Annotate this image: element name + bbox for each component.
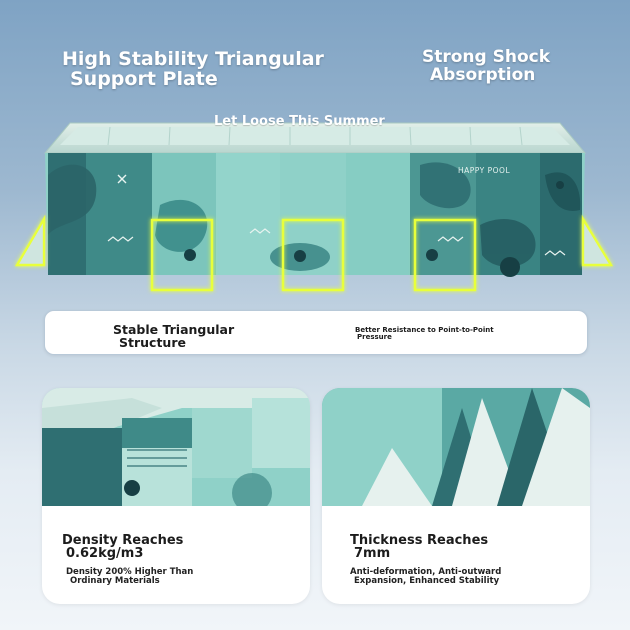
headline-shock-line2: Absorption	[430, 64, 536, 85]
density-desc-line1: Density 200% Higher Than	[66, 567, 194, 577]
tagline: Let Loose This Summer	[214, 114, 385, 129]
info-structure-line1: Stable Triangular	[113, 322, 235, 337]
thickness-description: Anti-deformation, Anti-outward Expansion…	[350, 568, 501, 586]
headline-stability: High Stability Triangular Support Plate	[62, 48, 324, 90]
info-pressure-line2: Pressure	[357, 333, 392, 341]
density-description: Density 200% Higher Than Ordinary Materi…	[66, 568, 193, 586]
info-pressure: Better Resistance to Point-to-Point Pres…	[355, 327, 545, 341]
thickness-photo-text: H	[462, 480, 474, 496]
info-structure-line2: Structure	[119, 334, 186, 350]
thickness-card-photo: H	[322, 388, 590, 506]
density-title: Density Reaches 0.62kg/m3	[62, 534, 183, 560]
info-pressure-line1: Better Resistance to Point-to-Point	[355, 326, 494, 334]
thickness-title: Thickness Reaches 7mm	[350, 534, 488, 560]
thickness-value: 7mm	[354, 546, 391, 561]
info-structure: Stable Triangular Structure	[113, 322, 273, 350]
thickness-card: H Thickness Reaches 7mm Anti-deformation…	[322, 388, 590, 604]
pool-brand-label: HAPPY POOL	[458, 166, 510, 175]
density-value: 0.62kg/m3	[66, 546, 144, 561]
density-title-line1: Density Reaches	[62, 533, 184, 548]
headline-stability-line1: High Stability Triangular	[62, 48, 324, 70]
thickness-desc-line1: Anti-deformation, Anti-outward	[350, 567, 502, 577]
density-desc-line2: Ordinary Materials	[70, 575, 160, 586]
feature-info-bar: Stable Triangular Structure Better Resis…	[44, 310, 588, 355]
headline-shock: Strong Shock Absorption	[422, 47, 551, 85]
headline-stability-line2: Support Plate	[70, 67, 218, 90]
headline-shock-line1: Strong Shock	[422, 47, 551, 67]
thickness-title-line1: Thickness Reaches	[350, 533, 489, 548]
density-card: Density Reaches 0.62kg/m3 Density 200% H…	[42, 388, 310, 604]
pool-illustration: HAPPY POOL	[14, 122, 614, 292]
density-card-photo	[42, 388, 310, 506]
thickness-desc-line2: Expansion, Enhanced Stability	[354, 575, 500, 586]
